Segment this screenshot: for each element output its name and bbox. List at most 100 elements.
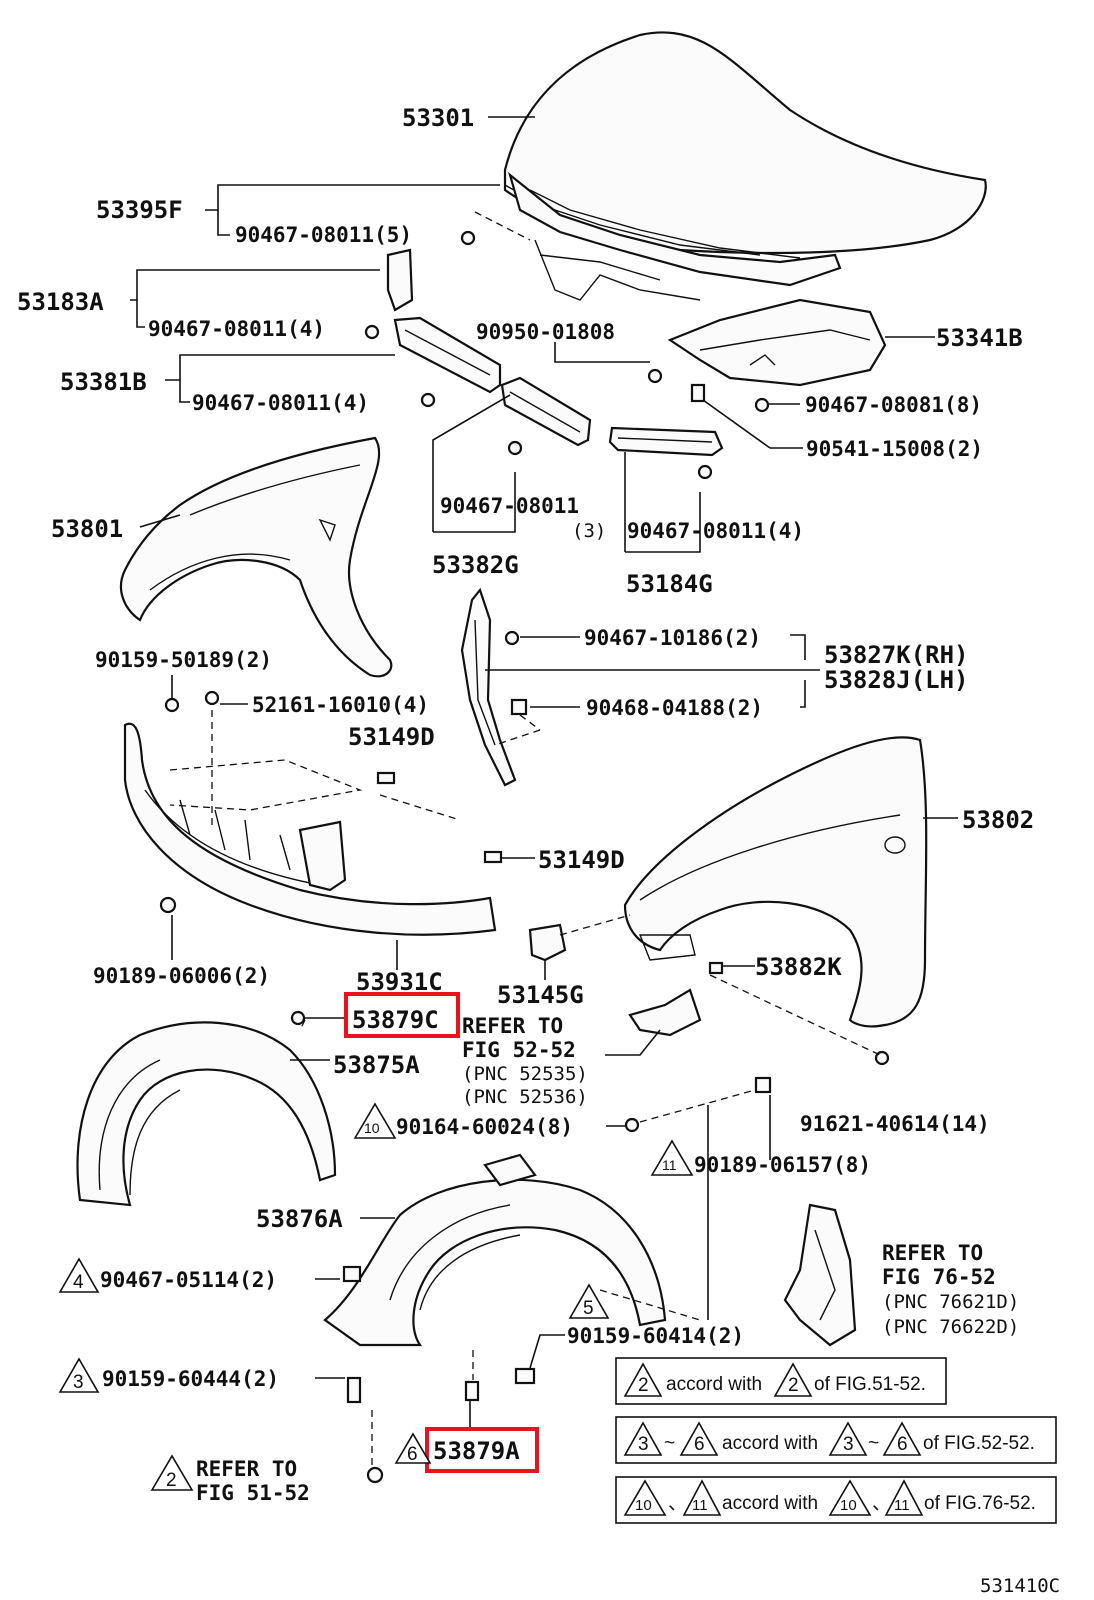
label-90159-60444: 90159-60444(2) bbox=[102, 1367, 279, 1391]
note2-marker-d: 6 bbox=[897, 1434, 908, 1455]
label-90467-08081: 90467-08081(8) bbox=[805, 393, 982, 417]
ref52-line4: (PNC 52536) bbox=[462, 1086, 588, 1108]
label-90159-60414: 90159-60414(2) bbox=[567, 1324, 744, 1348]
figure-id: 531410C bbox=[980, 1575, 1060, 1597]
ref52-line3: (PNC 52535) bbox=[462, 1063, 588, 1085]
side-support-drawing bbox=[460, 587, 517, 787]
liner-53876a-drawing bbox=[323, 1153, 667, 1347]
ref52-line2: FIG 52-52 bbox=[462, 1038, 576, 1062]
label-53184g-clip: 90467-08011(4) bbox=[627, 519, 804, 543]
label-53876a: 53876A bbox=[256, 1205, 343, 1233]
label-53882k: 53882K bbox=[755, 953, 842, 981]
marker-10-text: 10 bbox=[364, 1120, 380, 1136]
note1-marker-a: 2 bbox=[638, 1375, 649, 1396]
label-90468-04188: 90468-04188(2) bbox=[586, 696, 763, 720]
label-53801: 53801 bbox=[51, 515, 123, 543]
marker-10-icon bbox=[353, 1102, 397, 1139]
label-53382g-clip: 90467-08011 bbox=[440, 494, 579, 518]
seal-53382g-drawing bbox=[500, 376, 592, 447]
note1-text2: of FIG.51-52. bbox=[814, 1374, 926, 1395]
part-labels: 53301 53395F 90467-08011(5) 53183A 90467… bbox=[17, 104, 1034, 1465]
label-90159-50189: 90159-50189(2) bbox=[95, 648, 272, 672]
note2-marker-a: 3 bbox=[638, 1434, 649, 1455]
note3-sep2: 、 bbox=[872, 1493, 891, 1514]
label-90467-05114: 90467-05114(2) bbox=[100, 1268, 277, 1292]
marker-11-text: 11 bbox=[662, 1157, 677, 1173]
ref51-line1: REFER TO bbox=[196, 1457, 297, 1481]
hood-drawing bbox=[503, 31, 987, 301]
marker-6-text: 6 bbox=[407, 1444, 418, 1465]
bracket-53145g-drawing bbox=[528, 923, 567, 962]
label-91621-40614: 91621-40614(14) bbox=[800, 1112, 990, 1136]
ref76-line1: REFER TO bbox=[882, 1241, 983, 1265]
label-90189-06006: 90189-06006(2) bbox=[93, 964, 270, 988]
latch-drawing bbox=[628, 988, 702, 1037]
triangle-markers: 10 11 4 5 3 6 2 bbox=[58, 1102, 694, 1491]
ref51-line2: FIG 51-52 bbox=[196, 1481, 310, 1505]
marker-5-icon bbox=[568, 1283, 610, 1319]
note1-text1: accord with bbox=[666, 1374, 762, 1395]
note1-marker-b: 2 bbox=[788, 1375, 799, 1396]
label-53382g-qty: (3) bbox=[572, 520, 606, 542]
ref-fig-76-52: REFER TO FIG 76-52 (PNC 76621D) (PNC 766… bbox=[882, 1241, 1019, 1338]
label-53828j: 53828J(LH) bbox=[824, 666, 969, 694]
note3-marker-b: 11 bbox=[692, 1497, 708, 1514]
note2-marker-c: 3 bbox=[843, 1434, 854, 1455]
highlight-53879c bbox=[344, 992, 460, 1038]
note3-marker-a: 10 bbox=[635, 1497, 652, 1514]
ref-fig-51-52: REFER TO FIG 51-52 bbox=[196, 1457, 310, 1505]
note3-text2: of FIG.76-52. bbox=[924, 1493, 1036, 1514]
ref52-line1: REFER TO bbox=[462, 1014, 563, 1038]
label-53149d-top: 53149D bbox=[348, 723, 435, 751]
hood-insulator-drawing bbox=[667, 298, 887, 387]
liner-53875a-drawing bbox=[76, 1021, 337, 1207]
label-53931c: 53931C bbox=[356, 968, 443, 996]
ref-fig-52-52: REFER TO FIG 52-52 (PNC 52535) (PNC 5253… bbox=[462, 1014, 588, 1108]
label-53301: 53301 bbox=[402, 104, 474, 132]
label-90189-06157: 90189-06157(8) bbox=[694, 1153, 871, 1177]
note-box-3: 10 、 11 accord with 10 、 11 of FIG.76-52… bbox=[615, 1476, 1057, 1524]
seal-53183a-drawing bbox=[386, 248, 414, 312]
seal-53381b-drawing bbox=[393, 316, 502, 394]
label-90164-60024: 90164-60024(8) bbox=[396, 1115, 573, 1139]
label-53879a: 53879A bbox=[433, 1437, 520, 1465]
note-box-2: 3 ~ 6 accord with 3 ~ 6 of FIG.52-52. bbox=[615, 1416, 1057, 1464]
marker-11-icon bbox=[650, 1139, 694, 1176]
marker-4-text: 4 bbox=[73, 1272, 84, 1293]
note3-sep: 、 bbox=[668, 1493, 687, 1514]
label-53149d-mid: 53149D bbox=[538, 846, 625, 874]
highlight-53879a bbox=[425, 1427, 539, 1473]
ref76-line4: (PNC 76622D) bbox=[882, 1316, 1019, 1338]
bumper-support-drawing bbox=[123, 722, 497, 936]
label-53827k: 53827K(RH) bbox=[824, 641, 969, 669]
fender-53802-drawing bbox=[623, 736, 928, 1028]
mud-flap-drawing bbox=[783, 1203, 857, 1347]
fender-53801-drawing bbox=[119, 436, 393, 678]
dashed-refs bbox=[169, 710, 631, 1031]
label-53875a: 53875A bbox=[333, 1051, 420, 1079]
label-53381b: 53381B bbox=[60, 368, 147, 396]
label-53184g: 53184G bbox=[626, 570, 713, 598]
label-53381b-clip: 90467-08011(4) bbox=[192, 391, 369, 415]
ref76-line2: FIG 76-52 bbox=[882, 1265, 996, 1289]
marker-6-icon bbox=[394, 1432, 432, 1464]
note2-text2: of FIG.52-52. bbox=[923, 1433, 1035, 1454]
note3-marker-c: 10 bbox=[840, 1497, 857, 1514]
marker-2-icon bbox=[150, 1454, 194, 1491]
label-53341b: 53341B bbox=[936, 324, 1023, 352]
ref76-line3: (PNC 76621D) bbox=[882, 1291, 1019, 1313]
note2-sep2: ~ bbox=[868, 1433, 879, 1454]
note2-text1: accord with bbox=[722, 1433, 818, 1454]
note3-text1: accord with bbox=[722, 1493, 818, 1514]
marker-5-text: 5 bbox=[583, 1298, 594, 1319]
label-53183a: 53183A bbox=[17, 288, 104, 316]
marker-3-text: 3 bbox=[73, 1372, 84, 1393]
marker-4-icon bbox=[58, 1257, 100, 1293]
label-53145g: 53145G bbox=[497, 981, 584, 1009]
label-90950-01808: 90950-01808 bbox=[476, 320, 615, 344]
marker-2-text: 2 bbox=[166, 1470, 177, 1491]
label-53802: 53802 bbox=[962, 806, 1034, 834]
fasteners bbox=[159, 230, 890, 1484]
